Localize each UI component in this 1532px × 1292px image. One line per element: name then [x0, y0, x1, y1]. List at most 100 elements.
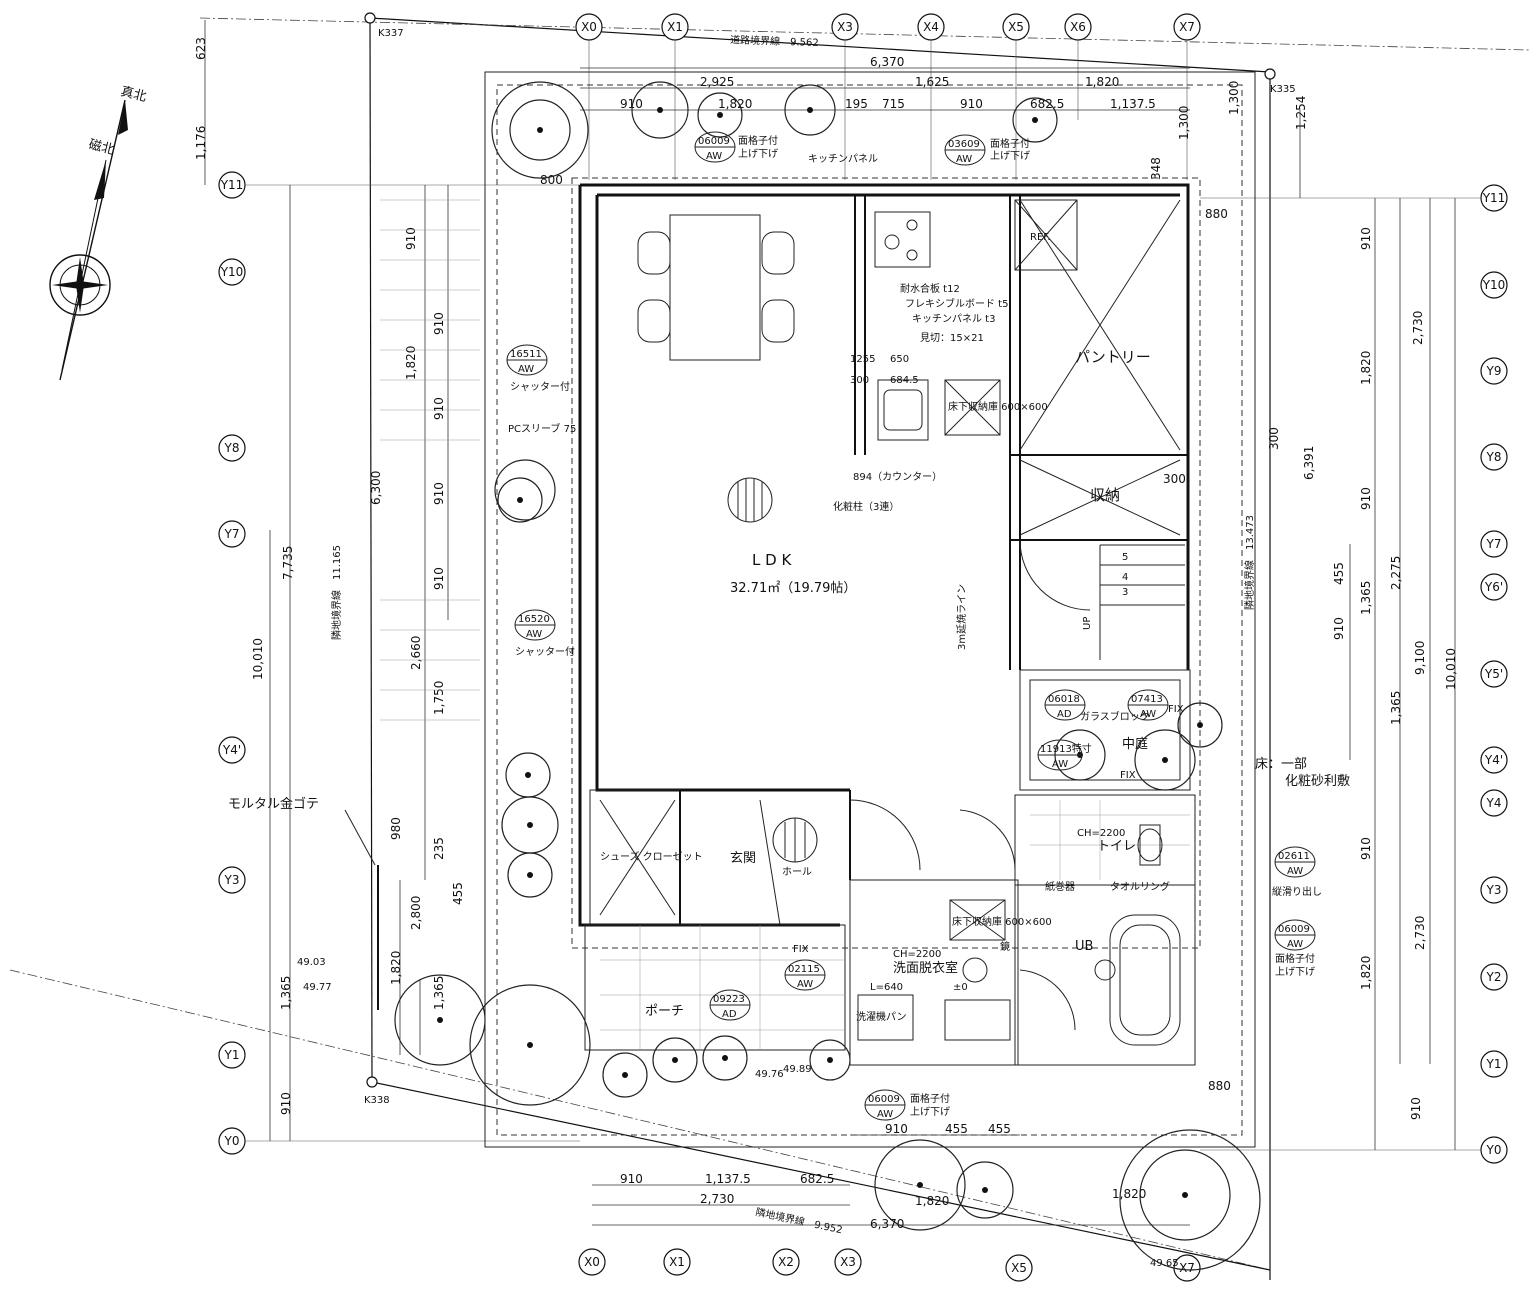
- note-gravel2: 化粧砂利敷: [1285, 774, 1350, 789]
- grid-marker: X0: [575, 13, 603, 41]
- dim-top-p: 1,254: [1294, 96, 1308, 130]
- svg-text:面格子付: 面格子付: [910, 1092, 950, 1105]
- room-porch: ポーチ: [645, 1004, 684, 1019]
- dim-910a: 910: [404, 227, 418, 250]
- svg-text:Y6': Y6': [1484, 580, 1503, 594]
- svg-text:Y7: Y7: [1486, 537, 1502, 551]
- grid-marker: X5: [1005, 1254, 1033, 1282]
- tree-icon: [1177, 702, 1223, 748]
- level-4903: 49.03: [297, 957, 326, 968]
- dim-top-c: 1,820: [1085, 75, 1119, 89]
- svg-text:Y3: Y3: [224, 873, 240, 887]
- dim-910e: 910: [432, 567, 446, 590]
- true-north-label: 真北: [119, 84, 148, 105]
- tree-icon: [652, 1037, 698, 1083]
- note-l640: L=640: [870, 982, 903, 993]
- svg-text:上げ下げ: 上げ下げ: [1275, 966, 1315, 978]
- note-mirror: 鏡: [1000, 940, 1010, 953]
- dim-7735: 7,735: [281, 546, 295, 580]
- svg-text:Y10: Y10: [220, 265, 244, 279]
- note-plywood: 耐水合板 t12: [900, 282, 960, 295]
- dim-910f: 910: [279, 1092, 293, 1115]
- svg-text:16511: 16511: [510, 349, 542, 360]
- trees: [394, 81, 1261, 1271]
- dim-r880: 880: [1208, 1079, 1231, 1093]
- dim-r9100: 9,100: [1413, 641, 1427, 675]
- dim-b6370: 6,370: [870, 1217, 904, 1231]
- dim-top-f: 195: [845, 97, 868, 111]
- level-4977: 49.77: [303, 982, 332, 993]
- grid-marker: X7: [1173, 1254, 1201, 1282]
- svg-text:02611: 02611: [1278, 851, 1310, 862]
- svg-text:Y0: Y0: [1486, 1143, 1502, 1157]
- grid-marker: X5: [1002, 13, 1030, 41]
- tree-icon: [697, 92, 743, 138]
- grid-marker: Y4: [1480, 789, 1508, 817]
- note-kitchen-panel: キッチンパネル: [808, 153, 878, 165]
- dim-b455b: 455: [988, 1122, 1011, 1136]
- magnetic-north-label: 磁北: [87, 137, 116, 158]
- dim-b455a: 455: [945, 1122, 968, 1136]
- svg-text:02115: 02115: [788, 964, 820, 975]
- svg-text:AD: AD: [722, 1009, 737, 1020]
- svg-text:Y7: Y7: [224, 527, 240, 541]
- dim-b1820b: 1,820: [1112, 1187, 1146, 1201]
- dim-980: 980: [389, 817, 403, 840]
- dim-910b: 910: [432, 312, 446, 335]
- dim-1176: 1,176: [194, 126, 208, 160]
- svg-text:シャッター付: シャッター付: [510, 380, 570, 393]
- dim-r2730a: 2,730: [1411, 311, 1425, 345]
- floor-pattern: [380, 199, 1190, 1050]
- svg-text:AW: AW: [706, 151, 722, 162]
- note-pc-sleeve: PCスリーブ 75: [508, 422, 576, 435]
- room-courtyard: 中庭: [1122, 736, 1148, 752]
- room-entrance: 玄関: [730, 851, 756, 866]
- dim-r1820b: 1,820: [1359, 956, 1373, 990]
- grid-marker: Y6': [1480, 573, 1508, 601]
- dimension-texts-right: 300 300 910 2,730 1,820 6,391 910 455 2,…: [1163, 227, 1458, 1120]
- dim-top-h: 910: [960, 97, 983, 111]
- svg-text:X5: X5: [1011, 1261, 1027, 1275]
- dimensions-top: [580, 67, 1190, 111]
- svg-text:AW: AW: [1287, 939, 1303, 950]
- svg-text:07413: 07413: [1131, 694, 1163, 705]
- svg-text:11913特寸: 11913特寸: [1040, 742, 1092, 755]
- svg-text:Y11: Y11: [1482, 191, 1506, 205]
- sink-icon: [877, 379, 929, 441]
- dim-235: 235: [432, 837, 446, 860]
- svg-text:上げ下げ: 上げ下げ: [990, 150, 1030, 162]
- grid-marker: X4: [917, 13, 945, 41]
- room-pantry: パントリー: [1075, 348, 1151, 366]
- svg-text:Y4': Y4': [222, 743, 241, 757]
- grid-marker: X6: [1064, 13, 1092, 41]
- note-pm0: ±0: [953, 982, 968, 993]
- right-boundary-label: 隣地境界線 13.473: [1243, 515, 1256, 610]
- survey-point-k337: K337: [378, 28, 404, 39]
- dim-10010: 10,010: [251, 638, 265, 680]
- dim-r455: 455: [1332, 562, 1346, 585]
- dim-2660: 2,660: [409, 636, 423, 670]
- svg-text:X0: X0: [584, 1255, 600, 1269]
- window-tag: 06009 AW 面格子付 上げ下げ: [864, 1089, 950, 1121]
- dim-2800: 2,800: [409, 896, 423, 930]
- tree-icon: [602, 1052, 648, 1098]
- dim-b910: 910: [620, 1172, 643, 1186]
- room-shoes-closet: シューズ クローゼット: [600, 850, 703, 863]
- window-tag: 07413 AW: [1127, 689, 1169, 721]
- grid-marker: Y5': [1480, 660, 1508, 688]
- dim-r910b: 910: [1359, 487, 1373, 510]
- stove-icon: [874, 211, 931, 268]
- svg-text:AW: AW: [797, 979, 813, 990]
- grid-left: Y11 Y10 Y8 Y7 Y4' Y3 Y1 Y0: [218, 171, 246, 1155]
- grid-marker: X1: [661, 13, 689, 41]
- svg-text:AW: AW: [877, 1109, 893, 1120]
- svg-text:X6: X6: [1070, 20, 1086, 34]
- grid-marker: Y3: [218, 866, 246, 894]
- north-compass: 真北 磁北: [49, 84, 148, 381]
- room-ldk: L D K: [752, 551, 792, 569]
- window-tag: 02115 AW FIX: [784, 944, 826, 991]
- svg-text:X7: X7: [1179, 20, 1195, 34]
- note-ch2: CH=2200: [893, 949, 941, 960]
- note-gravel: 床：一部: [1255, 757, 1307, 772]
